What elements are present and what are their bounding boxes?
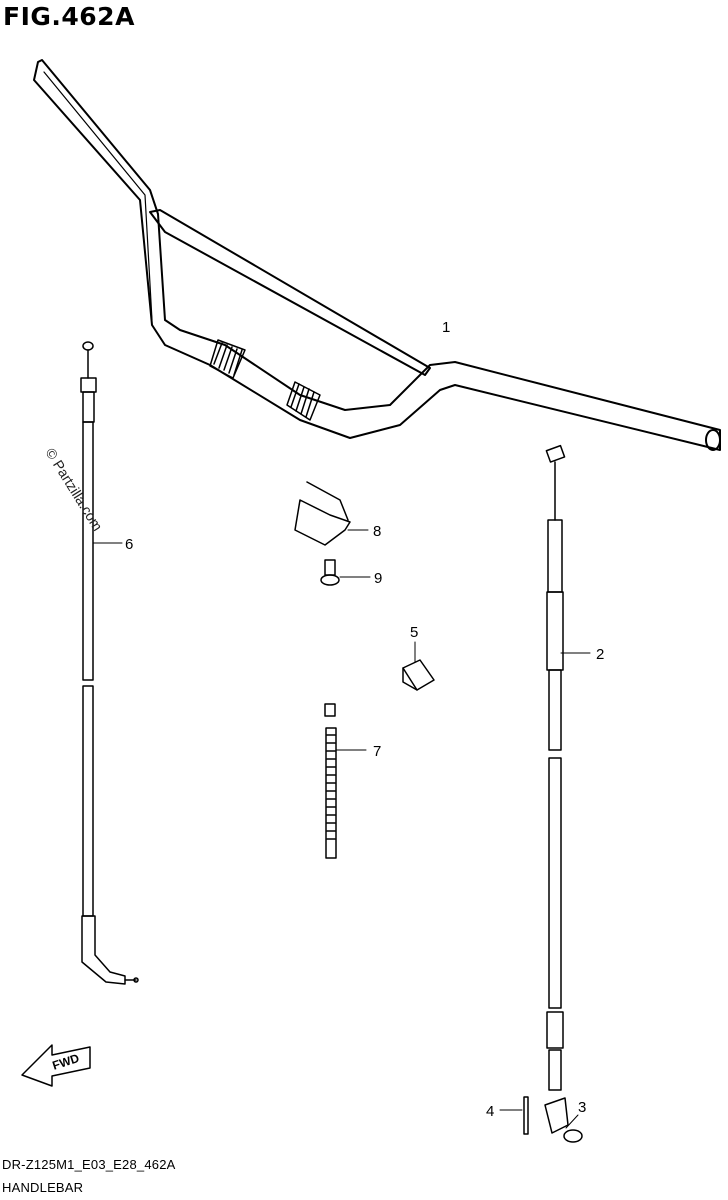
clamp-part-5[interactable] [402,659,435,691]
throttle-cable-part[interactable] [545,444,566,1091]
callout-leader-3 [565,1114,579,1129]
grip-knurl-right [286,381,321,421]
throttle-cable-sleeve [546,591,564,671]
handlebar-end [705,429,721,451]
bolt-part-9[interactable] [320,559,340,586]
clutch-cable-end-nipple [82,341,94,351]
clutch-cable-bent-end [81,915,126,985]
fwd-arrow-icon [21,1044,91,1087]
grip-knurl-left [209,339,246,379]
callout-label-6: 6 [125,536,133,553]
callout-label-1: 1 [442,319,450,336]
clutch-cable-boot [82,391,95,423]
figure-title: FIG.462A [3,2,135,31]
clutch-cable-part[interactable] [80,341,139,985]
handlebar-part[interactable] [33,59,721,451]
throttle-cable-lower-adjuster [546,1011,564,1049]
cable-tie-part-7[interactable] [324,703,337,859]
throttle-cable-lower-fitting [548,1049,562,1091]
throttle-cable-boot [547,519,563,593]
throttle-cable-end [545,444,566,463]
callout-label-5: 5 [410,624,418,641]
clutch-cable-housing-lower [82,685,94,917]
callout-label-3: 3 [578,1099,586,1116]
cotter-pin-part-4[interactable] [523,1096,529,1135]
handlebar-inner-line [43,71,153,321]
figure-code: DR-Z125M1_E03_E28_462A [2,1157,176,1172]
handlebar-tube-outline [33,59,721,451]
watermark: © Partzilla.com [42,445,106,533]
clutch-cable-housing-upper [82,421,94,681]
clutch-cable-adjuster [80,377,97,393]
pin-part-3[interactable] [544,1097,583,1143]
throttle-cable-housing-upper [548,669,562,751]
callout-label-4: 4 [486,1103,494,1120]
callout-label-7: 7 [373,743,381,760]
callout-label-2: 2 [596,646,604,663]
guide-part-8[interactable] [294,481,351,546]
callout-label-8: 8 [373,523,381,540]
handlebar-crossbar [149,209,431,376]
callout-label-9: 9 [374,570,382,587]
throttle-cable-housing-lower [548,757,562,1009]
figure-name: HANDLEBAR [2,1180,84,1195]
